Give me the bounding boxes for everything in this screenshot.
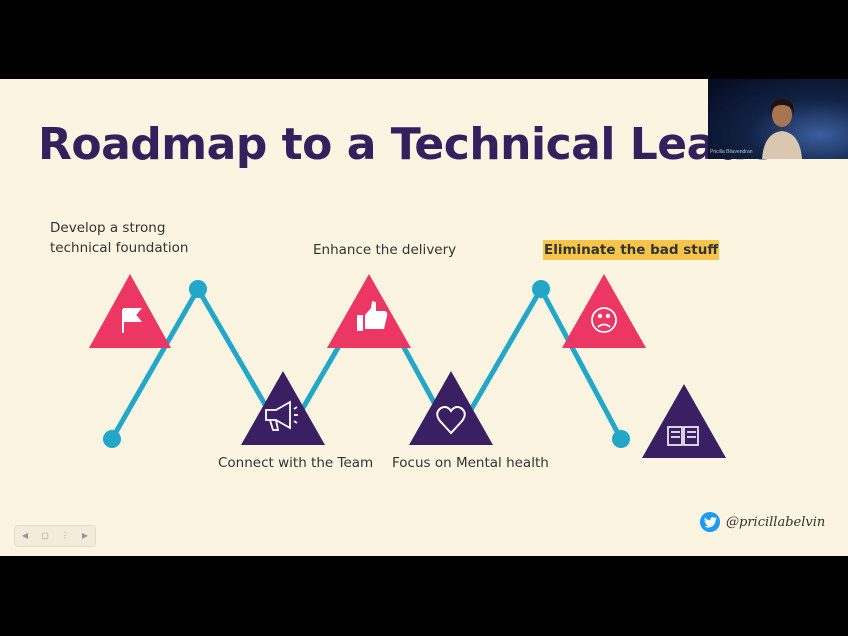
- sad-face-icon: [591, 307, 617, 333]
- zoom-icon[interactable]: ▢: [41, 531, 49, 540]
- prev-slide-icon[interactable]: ◀: [21, 531, 29, 540]
- bottom-letterbox: [0, 556, 848, 636]
- step-label-foundation: Develop a strong technical foundation: [50, 220, 189, 256]
- step-label-delivery: Enhance the delivery: [313, 242, 457, 258]
- webcam-overlay: Pricilla Bilavendran: [708, 79, 848, 159]
- twitter-bird-icon: [700, 512, 720, 532]
- heart-icon: [436, 406, 466, 435]
- slide-title: Roadmap to a Technical Leader: [38, 119, 798, 170]
- megaphone-icon: [265, 400, 298, 431]
- purple-triangle: [409, 371, 493, 445]
- road-node: [612, 430, 630, 448]
- next-slide-icon[interactable]: ▶: [81, 531, 89, 540]
- road-node: [532, 280, 550, 298]
- twitter-handle[interactable]: @pricillabelvin: [700, 512, 825, 532]
- slide-nav-controls[interactable]: ◀ ▢ ⋮ ▶: [14, 525, 96, 547]
- step-label-connect: Connect with the Team: [218, 455, 374, 471]
- twitter-handle-text: @pricillabelvin: [726, 514, 826, 530]
- presentation-slide: Roadmap to a Technical Leader: [0, 79, 848, 556]
- presenter-avatar: [762, 99, 802, 159]
- purple-triangle: [642, 384, 726, 458]
- thumbs-up-icon: [357, 301, 388, 331]
- purple-triangle: [241, 371, 325, 445]
- book-icon: [667, 426, 699, 446]
- step-label-mental-health: Focus on Mental health: [392, 455, 549, 471]
- roadmap-diagram: [89, 274, 726, 458]
- step-label-eliminate: Eliminate the bad stuff: [543, 240, 720, 260]
- presenter-name: Pricilla Bilavendran: [710, 149, 753, 155]
- options-icon[interactable]: ⋮: [61, 531, 69, 540]
- road-node: [189, 280, 207, 298]
- top-letterbox: [0, 0, 848, 79]
- flag-icon: [122, 308, 143, 333]
- road-node: [103, 430, 121, 448]
- pink-triangle: [562, 274, 646, 348]
